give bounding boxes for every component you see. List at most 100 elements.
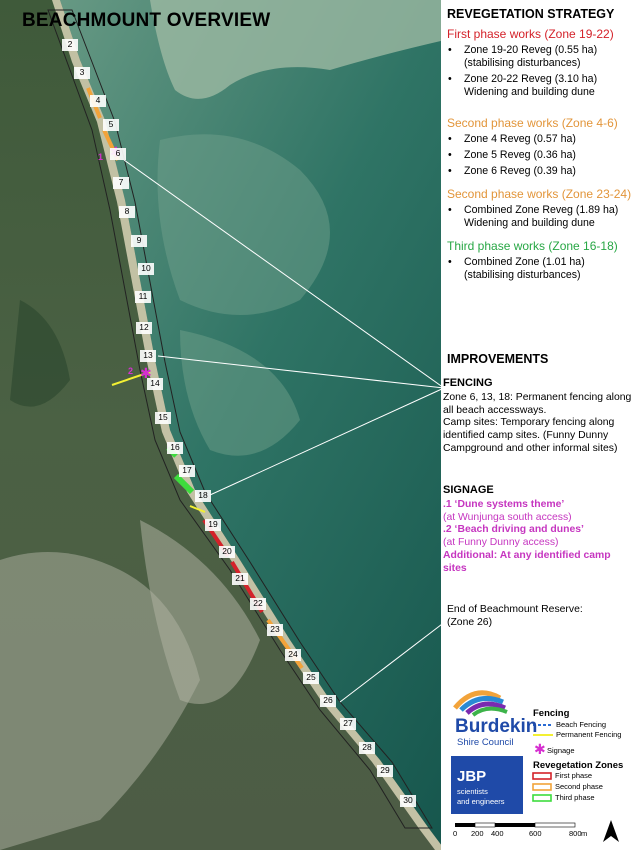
zone-label-bg — [90, 95, 106, 107]
zone-label-bg — [400, 795, 416, 807]
phase-block: Second phase works (Zone 23-24) Combined… — [441, 188, 634, 230]
fencing-heading: FENCING — [443, 377, 493, 389]
zone-label-bg — [377, 765, 393, 777]
revegetation-panel: REVEGETATION STRATEGY First phase works … — [441, 8, 634, 292]
fencing-text: Zone 6, 13, 18: Permanent fencing along … — [443, 391, 632, 416]
reserve-note: End of Beachmount Reserve: (Zone 26) — [447, 604, 583, 628]
legend-fencing-heading: Fencing — [533, 708, 570, 719]
phase-title: Second phase works (Zone 4-6) — [447, 116, 618, 130]
zone-label: 21 — [235, 573, 245, 583]
zone-label: 15 — [158, 412, 168, 422]
zone-label: 16 — [170, 442, 180, 452]
salt-flats — [0, 552, 200, 850]
phase-item: Zone 6 Reveg (0.39 ha) — [447, 165, 634, 178]
zone-label-bg — [340, 718, 356, 730]
phase-item: Combined Zone Reveg (1.89 ha)Widening an… — [447, 204, 634, 230]
zone-label: 2 — [68, 39, 73, 49]
phase-block: Third phase works (Zone 16-18) Combined … — [441, 240, 634, 282]
sand-flats — [150, 0, 445, 99]
signage-section: SIGNAGE .1 ‘Dune systems theme’ (at Wunj… — [443, 484, 633, 576]
zone-label: 13 — [143, 350, 153, 360]
map-legend: ✱ Burdekin Shire Council JBP scientists … — [445, 680, 635, 850]
phase-item: Zone 19-20 Reveg (0.55 ha)(stabilising d… — [447, 44, 634, 70]
zone-label-bg — [138, 263, 154, 275]
zone-label: 10 — [141, 263, 151, 273]
phase-title: Third phase works (Zone 16-18) — [447, 239, 618, 253]
revegetation-heading: REVEGETATION STRATEGY — [447, 7, 615, 21]
signage-marker-label: 2 — [128, 366, 133, 376]
phase-block: First phase works (Zone 19-22) Zone 19-2… — [441, 28, 634, 99]
zone-label: 12 — [139, 322, 149, 332]
zone-label: 23 — [270, 624, 280, 634]
zone-label-bg — [250, 598, 266, 610]
zone-label: 14 — [150, 378, 160, 388]
zone-label-bg — [147, 378, 163, 390]
phase-block: Second phase works (Zone 4-6) Zone 4 Rev… — [441, 116, 634, 179]
signage-marker-label: 1 — [98, 152, 103, 162]
zone-label-bg — [179, 465, 195, 477]
north-arrow-icon — [603, 820, 619, 842]
zone-label-bg — [136, 322, 152, 334]
zone-label: 22 — [253, 598, 263, 608]
zone-label-layer: 2345678910111213141516171819202122232425… — [62, 39, 416, 807]
zone-label: 28 — [362, 742, 372, 752]
signage-item-note: (at Wunjunga south access) — [443, 511, 572, 523]
zone-label: 24 — [288, 649, 298, 659]
zone-label: 18 — [198, 490, 208, 500]
zone-label-bg — [320, 695, 336, 707]
zone-label-bg — [113, 177, 129, 189]
zone-label: 25 — [306, 672, 316, 682]
zone-label: 9 — [137, 235, 142, 245]
zone-label: 3 — [80, 67, 85, 77]
zone-label-bg — [155, 412, 171, 424]
fencing-section: FENCING Zone 6, 13, 18: Permanent fencin… — [443, 377, 633, 456]
burdekin-logo: Burdekin — [455, 716, 538, 737]
zone-label-bg — [205, 519, 221, 531]
zone-label: 20 — [222, 546, 232, 556]
improvements-heading: IMPROVEMENTS — [447, 352, 549, 366]
signage-additional: Additional: At any identified camp sites — [443, 549, 611, 574]
zone-label: 26 — [323, 695, 333, 705]
zone-label-bg — [135, 291, 151, 303]
signage-item-title: .1 ‘Dune systems theme’ — [443, 498, 565, 510]
jbp-logo — [451, 756, 523, 814]
legend-zones-heading: Revegetation Zones — [533, 760, 624, 771]
phase-title: First phase works (Zone 19-22) — [447, 27, 614, 41]
zone-label-bg — [303, 672, 319, 684]
zone-label: 7 — [119, 177, 124, 187]
zone-label-bg — [62, 39, 78, 51]
zone-label-bg — [232, 573, 248, 585]
zone-label: 19 — [208, 519, 218, 529]
zone-label-bg — [285, 649, 301, 661]
zone-label-bg — [359, 742, 375, 754]
zone-label: 27 — [343, 718, 353, 728]
zone-label-bg — [119, 206, 135, 218]
shallow-water — [157, 134, 330, 315]
zone-label: 29 — [380, 765, 390, 775]
signage-icon: ✱ — [534, 741, 546, 757]
phase-item: Combined Zone (1.01 ha)(stabilising dist… — [447, 256, 634, 282]
zone-label-bg — [195, 490, 211, 502]
zone-label-bg — [219, 546, 235, 558]
zone-label-bg — [74, 67, 90, 79]
zone-label: 5 — [109, 119, 114, 129]
zone-label-bg — [267, 624, 283, 636]
signage-item-title: .2 ‘Beach driving and dunes’ — [443, 524, 584, 536]
zone-label: 6 — [116, 148, 121, 158]
zone-label-bg — [167, 442, 183, 454]
zone-label-bg — [110, 148, 126, 160]
fencing-text: Camp sites: Temporary fencing along iden… — [443, 417, 618, 454]
phase-item: Zone 20-22 Reveg (3.10 ha)Widening and b… — [447, 73, 634, 99]
phase-title: Second phase works (Zone 23-24) — [447, 187, 632, 201]
zone-label-bg — [131, 235, 147, 247]
zone-label: 4 — [96, 95, 101, 105]
legend-graphics: ✱ — [451, 690, 619, 842]
signage-heading: SIGNAGE — [443, 484, 494, 496]
zone-label: 8 — [125, 206, 130, 216]
svg-text:✱: ✱ — [140, 365, 152, 381]
map-title: BEACHMOUNT OVERVIEW — [22, 10, 271, 31]
zone-label: 11 — [139, 291, 148, 301]
phase-item: Zone 4 Reveg (0.57 ha) — [447, 133, 634, 146]
signage-item-note: (at Funny Dunny access) — [443, 537, 559, 549]
phase-item: Zone 5 Reveg (0.36 ha) — [447, 149, 634, 162]
